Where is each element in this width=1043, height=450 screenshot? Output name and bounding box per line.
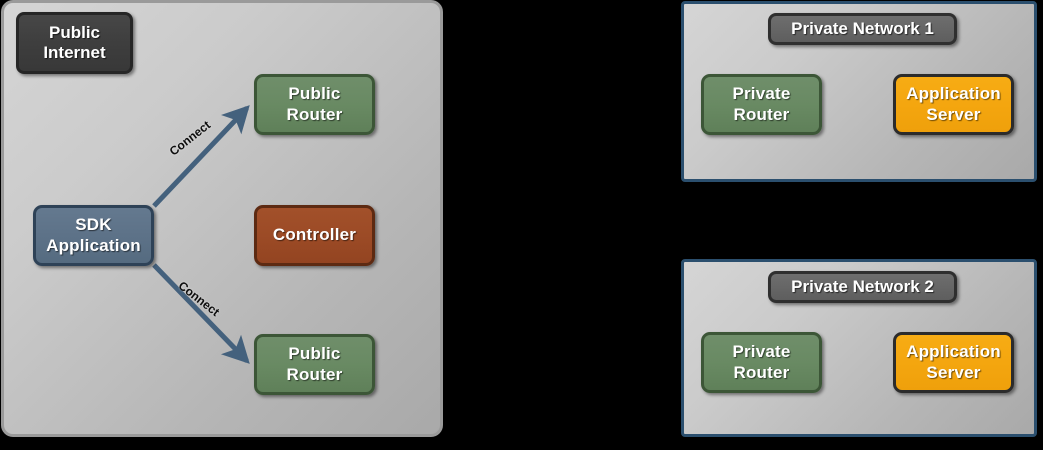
node-private-router-1-line-1: Private xyxy=(732,84,791,104)
edge-label-connect-top: Connect xyxy=(166,117,214,159)
private-network-1-title: Private Network 1 xyxy=(768,13,957,45)
edge-label-connect-bottom: Connect xyxy=(175,278,223,320)
public-internet-label-line-2: Internet xyxy=(43,43,106,62)
node-private-router-1[interactable]: Private Router xyxy=(701,74,822,135)
node-public-router-bottom-line-1: Public xyxy=(288,344,341,364)
private-network-1-title-text: Private Network 1 xyxy=(791,18,934,38)
node-controller[interactable]: Controller xyxy=(254,205,375,266)
node-sdk-application-line-1: SDK xyxy=(75,215,112,235)
node-sdk-application-line-2: Application xyxy=(46,235,141,255)
public-internet-label: Public Internet xyxy=(16,12,133,74)
node-public-router-bottom[interactable]: Public Router xyxy=(254,334,375,395)
node-application-server-2[interactable]: Application Server xyxy=(893,332,1014,393)
node-application-server-1[interactable]: Application Server xyxy=(893,74,1014,135)
node-application-server-2-line-2: Server xyxy=(926,362,981,382)
node-application-server-2-line-1: Application xyxy=(906,342,1001,362)
node-controller-line-1: Controller xyxy=(272,225,357,245)
node-private-router-2[interactable]: Private Router xyxy=(701,332,822,393)
node-private-router-2-line-1: Private xyxy=(732,342,791,362)
private-network-2-panel[interactable]: Private Network 2 Private Router Applica… xyxy=(681,259,1037,437)
private-network-1-panel[interactable]: Private Network 1 Private Router Applica… xyxy=(681,1,1037,182)
node-public-router-top-line-2: Router xyxy=(286,104,343,124)
node-public-router-top[interactable]: Public Router xyxy=(254,74,375,135)
private-network-2-title-text: Private Network 2 xyxy=(791,276,934,296)
node-public-router-top-line-1: Public xyxy=(288,84,341,104)
node-application-server-1-line-1: Application xyxy=(906,84,1001,104)
edge-sdk-to-public-router-bottom xyxy=(152,263,250,364)
private-network-2-title: Private Network 2 xyxy=(768,271,957,303)
node-private-router-1-line-2: Router xyxy=(733,104,790,124)
node-public-router-bottom-line-2: Router xyxy=(286,364,343,384)
public-internet-label-line-1: Public xyxy=(48,22,100,42)
node-application-server-1-line-2: Server xyxy=(926,104,981,124)
node-private-router-2-line-2: Router xyxy=(733,362,790,382)
public-internet-panel[interactable]: Public Internet Connect Connect Public R… xyxy=(1,0,443,437)
node-sdk-application[interactable]: SDK Application xyxy=(33,205,154,266)
